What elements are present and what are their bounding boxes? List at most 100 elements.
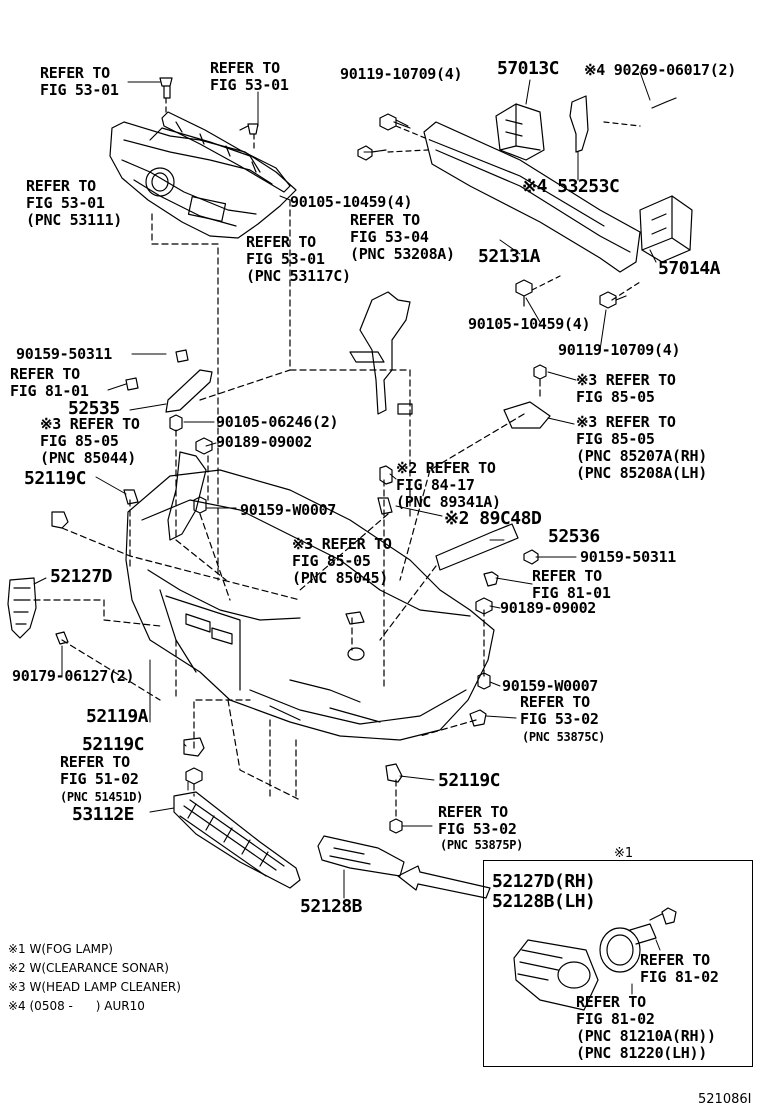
nut-90189-bot [475,597,493,615]
label-52131A: 52131A [478,246,541,267]
label-90269-06017: ※4 90269-06017(2) [584,61,736,79]
label-90189-09002-top: 90189-09002 [216,433,313,451]
footnote-2: ※2 W(CLEARANCE SONAR) [8,961,169,975]
footnote-3: ※3 W(HEAD LAMP CLEANER) [8,980,181,994]
label-89C48D: ※2 89C48D [444,508,542,529]
label-ref-53-01-c: REFER TO FIG 53-01 (PNC 53111) [26,177,123,229]
label-90119-10709-top: 90119-10709(4) [340,65,463,83]
bumper-cover [125,469,495,741]
label-ref-53-01-d: REFER TO FIG 53-01 (PNC 53117C) [246,233,351,285]
label-ref-85-05-a: ※3 REFER TO FIG 85-05 (PNC 85044) [40,415,140,467]
guide-lines [33,199,541,821]
label-52128B: 52128B [300,896,363,917]
label-ref-51-02-pnc: (PNC 51451D) [60,790,144,804]
screw-53-02-bot [389,818,403,834]
nut-90189-top [195,437,213,455]
inset-fog-cover [513,939,599,1011]
inset-title: 52127D(RH) 52128B(LH) [492,871,596,912]
retainer-89C48D [377,497,393,515]
clip-52119C-right [385,763,403,783]
label-90159-50311-right: 90159-50311 [580,548,677,566]
clip-52119C-left [51,511,69,529]
clip-53-02-right [469,709,487,727]
label-ref-85-05-b: ※3 REFER TO FIG 85-05 [576,371,676,406]
bumper-reinforcement [423,121,641,273]
figure-id: 521086I [698,1092,752,1107]
label-ref-53-01-b: REFER TO FIG 53-01 [210,59,289,94]
label-ref-84-17: ※2 REFER TO FIG 84-17 (PNC 89341A) [396,459,501,511]
grille-upper-bracket [161,111,291,193]
label-ref-81-02-b: REFER TO FIG 81-02 (PNC 81210A(RH)) (PNC… [576,993,716,1062]
bracket-57014A [639,195,693,263]
washer-85045 [345,611,365,625]
label-90159-W0007-top: 90159-W0007 [240,501,337,519]
label-ref-81-01-b: REFER TO FIG 81-01 [532,567,611,602]
label-53253C: ※4 53253C [522,176,620,197]
bolt-85-05-top [533,364,547,380]
fog-cover-right [317,835,405,877]
bolt-90159-50311-right [523,549,539,565]
bolt-90105-bot [515,279,533,307]
label-90159-W0007-bot: 90159-W0007 [502,677,599,695]
clip-90179 [55,631,69,645]
bolt-90119-bot [599,291,627,309]
fog-cover-left [7,577,37,639]
label-52119C-left: 52119C [24,468,87,489]
bolt-81-01-right [483,571,499,587]
label-ref-53-02-a-pnc: (PNC 53875C) [522,730,606,744]
footnote-4: ※4 (0508 - ) AUR10 [8,999,145,1013]
label-57013C: 57013C [497,58,560,79]
label-52535: 52535 [68,398,120,419]
footnote-1: ※1 W(FOG LAMP) [8,942,113,956]
label-52119A: 52119A [86,706,149,727]
label-53112E: 53112E [72,804,135,825]
label-ref-53-01-a: REFER TO FIG 53-01 [40,64,119,99]
label-90119-10709-bot: 90119-10709(4) [558,341,681,359]
bolt-90269 [651,97,677,109]
bolt-90105-06246 [169,414,183,432]
label-ref-81-02-a: REFER TO FIG 81-02 [640,951,719,986]
label-52536: 52536 [548,526,600,547]
bracket-53253C [569,95,589,153]
bolt-90159-W0007-top [193,496,207,514]
label-52127D: 52127D [50,566,113,587]
label-90105-10459-bot: 90105-10459(4) [468,315,591,333]
label-ref-51-02: REFER TO FIG 51-02 [60,753,139,788]
label-ref-85-05-c: ※3 REFER TO FIG 85-05 (PNC 85207A(RH) (P… [576,413,707,482]
leader-lines [33,71,657,899]
support-bracket [349,291,413,415]
label-90105-10459-top: 90105-10459(4) [290,193,413,211]
inset-arrow [397,865,491,899]
bracket-52535 [125,349,213,413]
bracket-57013C [495,103,545,161]
inset-mark: ※1 [614,846,634,861]
label-90105-06246: 90105-06246(2) [216,413,339,431]
lower-grille [173,791,301,889]
screw-51-02 [185,767,203,785]
radiator-grille [109,121,297,239]
label-ref-81-01-a: REFER TO FIG 81-01 [10,365,89,400]
bolt-90105-top [357,145,387,161]
headlamp-washer-nozzle [167,451,207,541]
fog-lamp-inset [483,860,753,1067]
label-ref-53-02-b-pnc: (PNC 53875P) [440,838,524,852]
nozzle-85207A [503,401,551,429]
label-90159-50311-left: 90159-50311 [16,345,113,363]
label-57014A: 57014A [658,258,721,279]
label-52119C-mid: 52119C [82,734,145,755]
inset-fog-lamp [599,923,657,973]
bracket-52536 [435,523,519,571]
clip-top-left [159,77,173,99]
label-ref-53-02-b: REFER TO FIG 53-02 [438,803,517,838]
label-ref-85-05-d: ※3 REFER TO FIG 85-05 (PNC 85045) [292,535,392,587]
label-90179-06127: 90179-06127(2) [12,667,135,685]
bolt-90119-top [379,113,411,131]
label-52119C-right: 52119C [438,770,501,791]
sensor-89341A [379,465,393,485]
clip-top-right [239,123,259,135]
washer-85044 [123,489,139,505]
clip-52119C-mid [183,737,205,757]
label-ref-53-02-a: REFER TO FIG 53-02 [520,693,599,728]
footnotes: ※1 W(FOG LAMP) ※2 W(CLEARANCE SONAR) ※3 … [8,940,181,1016]
